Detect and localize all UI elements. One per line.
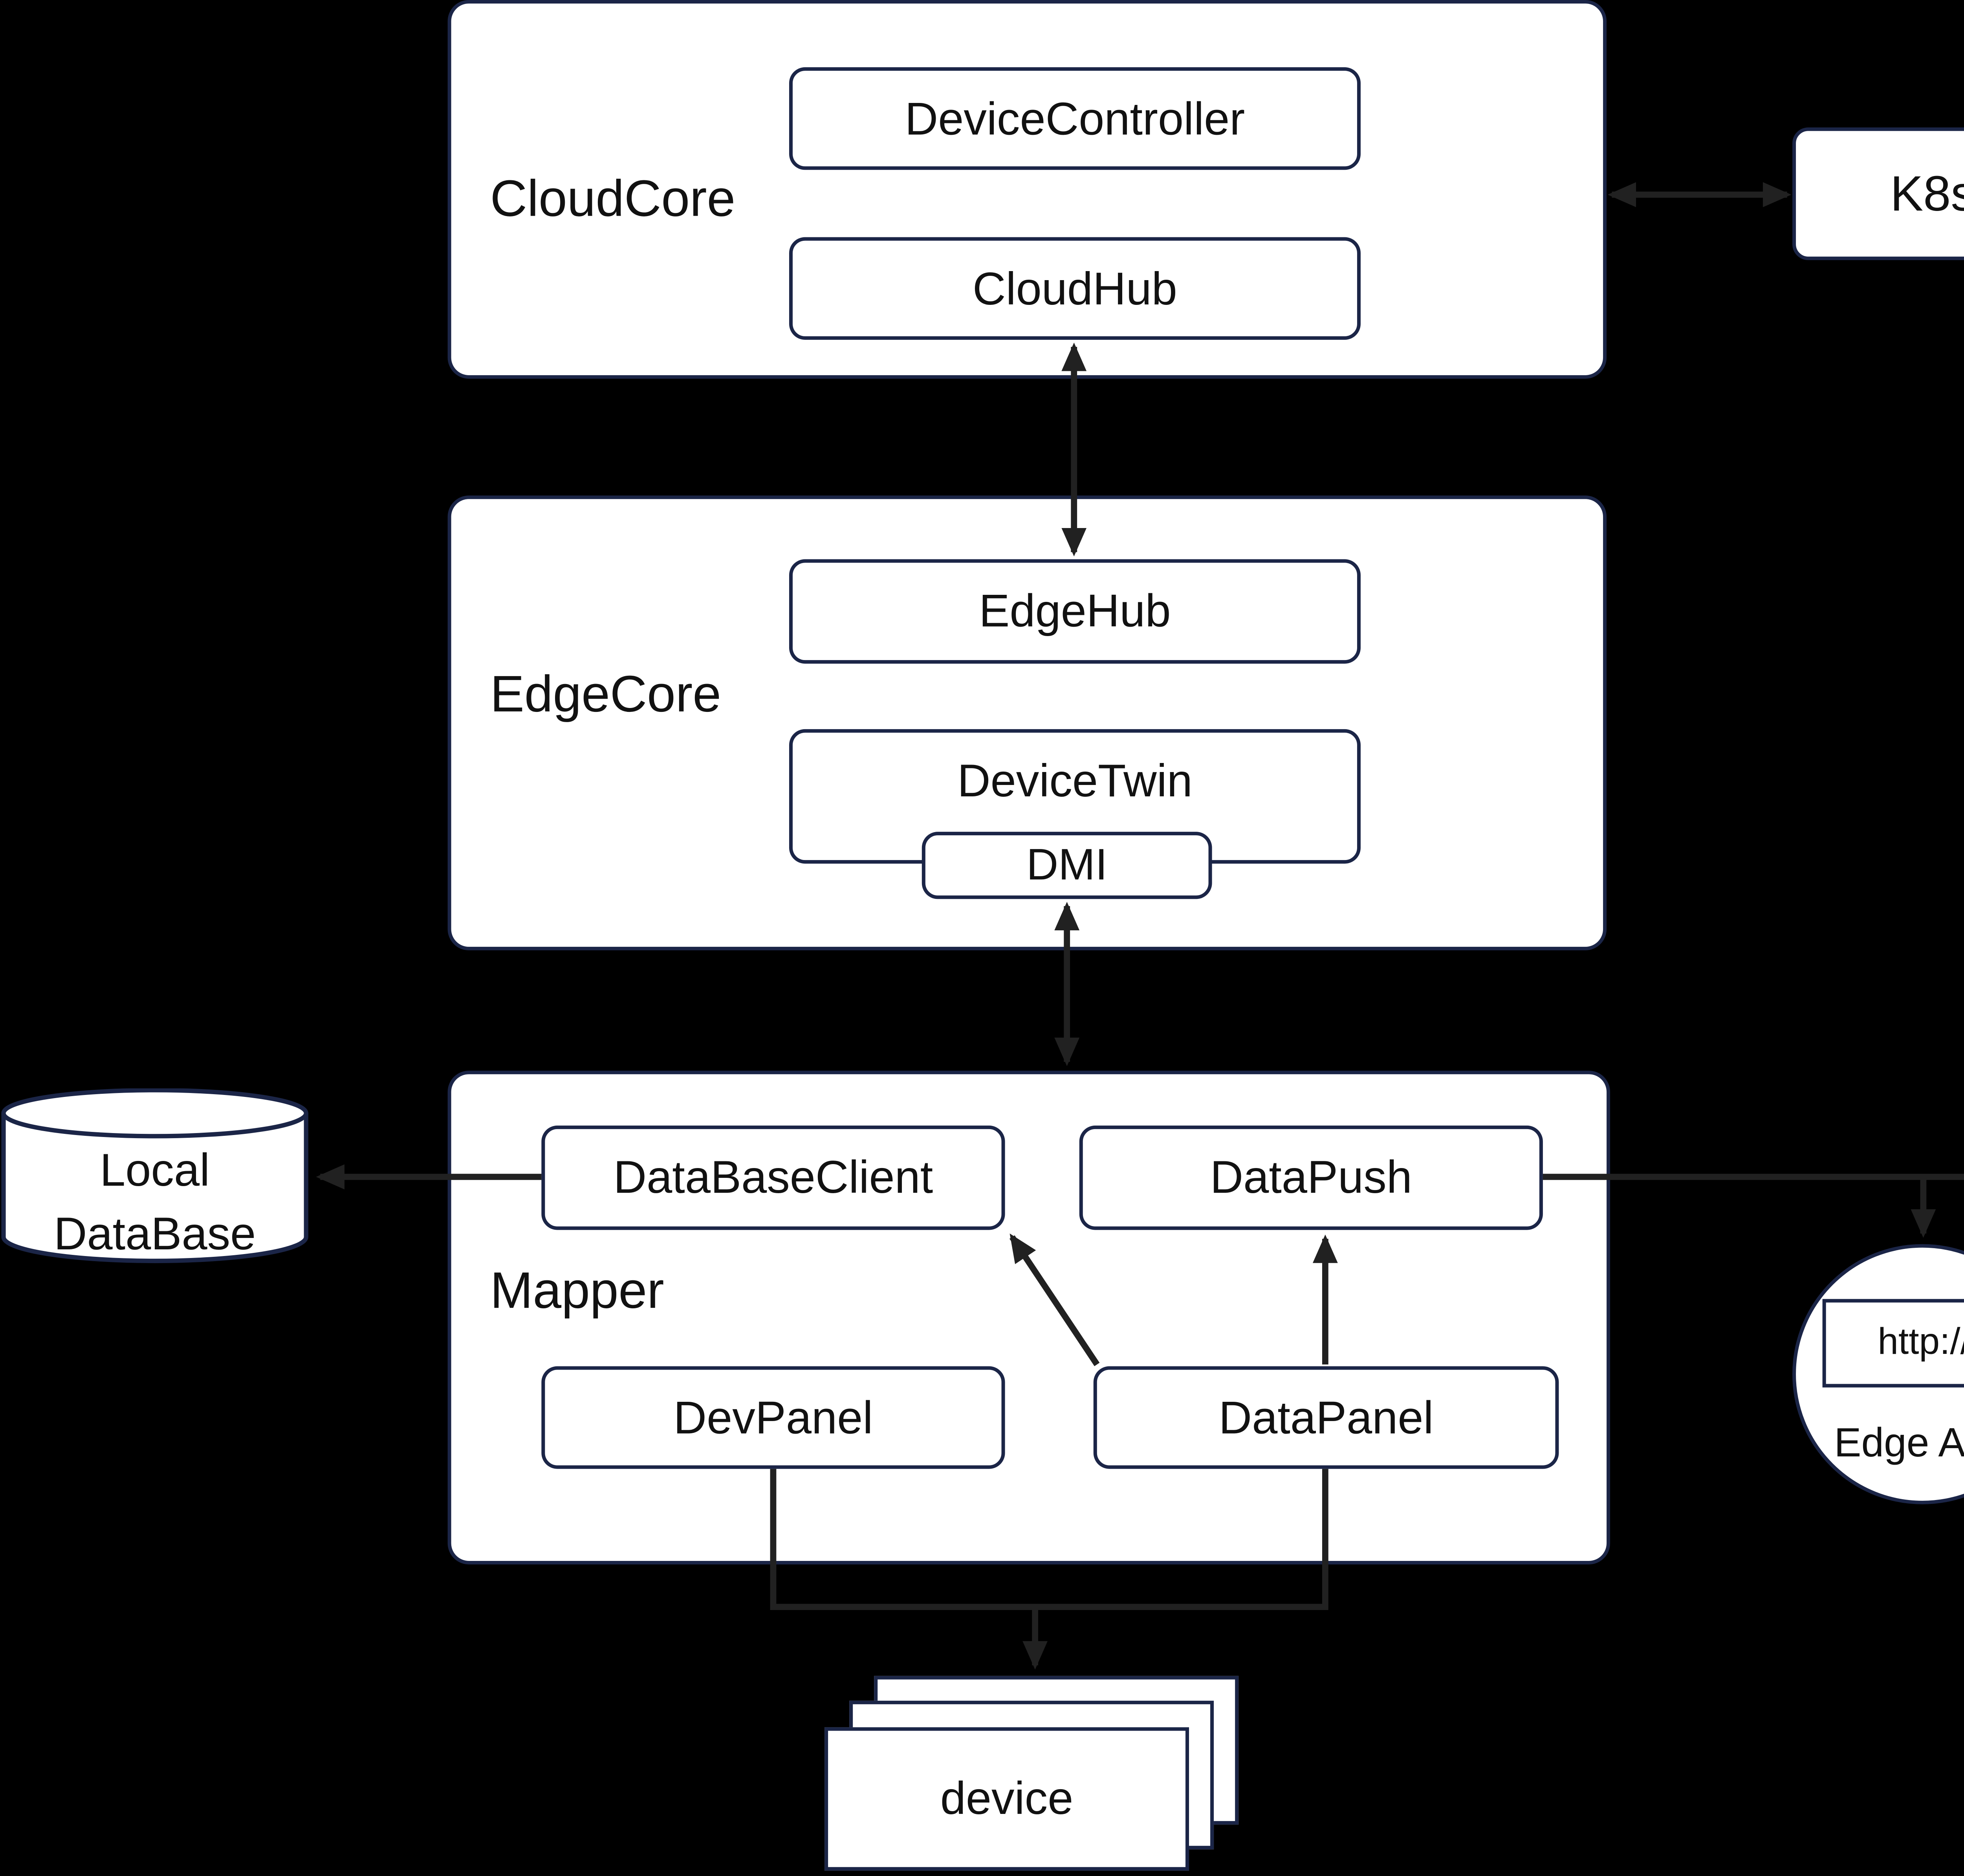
local-database-label-line1: Local: [100, 1143, 210, 1197]
datapanel-label: DataPanel: [1218, 1390, 1434, 1443]
device-controller-label: DeviceController: [905, 91, 1245, 145]
edge-app-http-protocol: http://: [1878, 1322, 1964, 1363]
datapush-node: DataPush: [1079, 1125, 1543, 1230]
databaseclient-node: DataBaseClient: [541, 1125, 1005, 1230]
dmi-node: DMI: [922, 832, 1212, 899]
local-database-cylinder: Local DataBase: [0, 1088, 310, 1265]
k8s-api-server-label: K8s API-Server: [1890, 165, 1964, 220]
devpanel-label: DevPanel: [673, 1390, 873, 1443]
edgecore-label: EdgeCore: [490, 667, 722, 724]
local-database-label-line2: DataBase: [53, 1207, 256, 1260]
devicetwin-label: DeviceTwin: [957, 754, 1193, 807]
datapush-label: DataPush: [1210, 1150, 1413, 1204]
cloudcore-label: CloudCore: [490, 171, 736, 229]
mapper-label: Mapper: [490, 1264, 664, 1320]
device-label: device: [940, 1771, 1074, 1825]
dmi-label: DMI: [1026, 840, 1108, 889]
devpanel-node: DevPanel: [541, 1366, 1005, 1469]
edge-app-http-label: Edge App: [1834, 1419, 1964, 1465]
cloudhub-node: CloudHub: [789, 237, 1361, 340]
k8s-api-server-node: K8s API-Server: [1792, 127, 1964, 260]
edge-app-http-protocol-box: http://: [1822, 1299, 1964, 1388]
database-cylinder-icon: [1, 1088, 308, 1264]
device-controller-node: DeviceController: [789, 67, 1361, 170]
cloudhub-label: CloudHub: [972, 261, 1177, 314]
edgehub-label: EdgeHub: [979, 584, 1171, 637]
device-stack-front: device: [824, 1727, 1189, 1871]
datapanel-node: DataPanel: [1093, 1366, 1559, 1469]
edge-app-http-circle: http:// Edge App: [1792, 1244, 1964, 1504]
databaseclient-label: DataBaseClient: [613, 1150, 933, 1204]
edgehub-node: EdgeHub: [789, 559, 1361, 664]
